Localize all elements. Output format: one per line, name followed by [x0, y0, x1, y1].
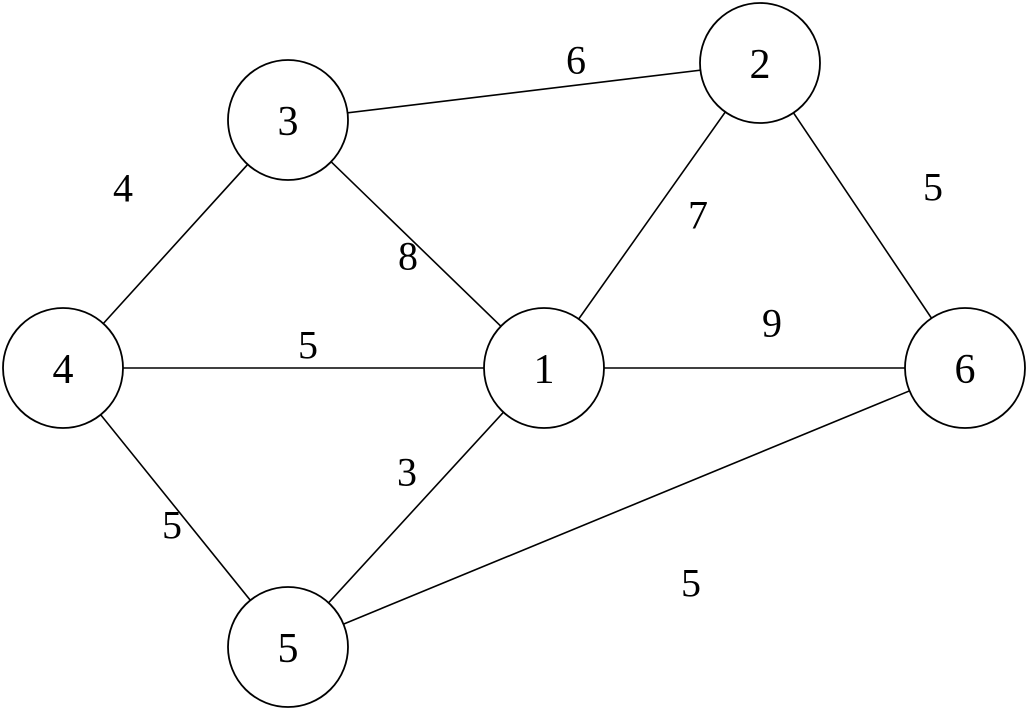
node-label-2: 2 — [750, 42, 771, 88]
edge-weight-4-5: 5 — [162, 503, 182, 548]
node-label-4: 4 — [53, 347, 74, 393]
node-circle-2 — [699, 2, 821, 124]
node-6: 6 — [904, 307, 1026, 429]
node-label-1: 1 — [534, 347, 555, 393]
edge-5-6 — [287, 367, 966, 648]
node-4: 4 — [2, 307, 124, 429]
edge-weight-2-6: 5 — [923, 165, 943, 210]
node-5: 5 — [227, 586, 349, 708]
edge-weight-4-3: 4 — [113, 166, 133, 211]
node-circle-4 — [2, 307, 124, 429]
node-3: 3 — [227, 59, 349, 181]
edge-1-5 — [287, 367, 545, 648]
edge-weight-2-1: 7 — [688, 193, 708, 238]
edge-2-1 — [543, 62, 761, 369]
edge-weight-4-1: 5 — [298, 323, 318, 368]
node-1: 1 — [483, 307, 605, 429]
edge-2-6 — [759, 62, 966, 369]
node-circle-5 — [227, 586, 349, 708]
node-circle-1 — [483, 307, 605, 429]
edge-weight-1-5: 3 — [397, 450, 417, 495]
node-circle-6 — [904, 307, 1026, 429]
node-label-5: 5 — [278, 626, 299, 672]
edge-weight-3-2: 6 — [566, 38, 586, 83]
edge-weight-5-6: 5 — [681, 561, 701, 606]
node-label-6: 6 — [955, 347, 976, 393]
node-2: 2 — [699, 2, 821, 124]
edge-3-2 — [287, 62, 761, 121]
edge-weight-1-6: 9 — [762, 301, 782, 346]
node-circle-3 — [227, 59, 349, 181]
edge-weights: 6 7 5 4 8 5 9 5 3 5 — [113, 38, 943, 606]
node-label-3: 3 — [278, 99, 299, 145]
edge-weight-3-1: 8 — [398, 234, 418, 279]
